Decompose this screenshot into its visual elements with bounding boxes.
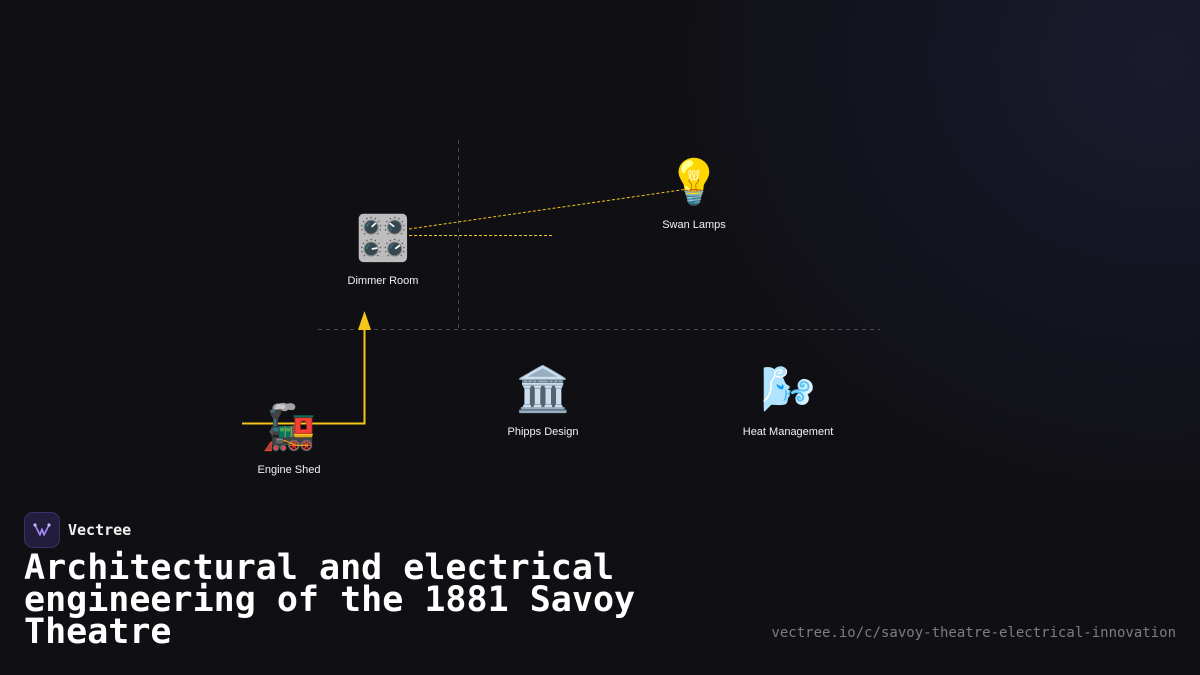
node-swan-lamps[interactable]: 💡 Swan Lamps [614, 157, 774, 231]
node-dimmer-room[interactable]: 🎛️ Dimmer Room [303, 213, 463, 287]
brand[interactable]: Vectree [24, 512, 131, 548]
node-label: Phipps Design [507, 426, 579, 438]
locomotive-icon: 🚂 [261, 402, 317, 453]
wind-face-icon: 🌬️ [760, 364, 816, 415]
node-engine-shed[interactable]: 🚂 Engine Shed [209, 402, 369, 476]
page-title: Architectural and electrical engineering… [24, 548, 636, 652]
brand-name: Vectree [68, 521, 132, 539]
node-label: Heat Management [742, 426, 834, 438]
light-bulb-icon: 💡 [666, 157, 722, 208]
node-phipps-design[interactable]: 🏛️ Phipps Design [463, 364, 623, 438]
vectree-logo-icon [24, 512, 60, 548]
node-label: Dimmer Room [347, 275, 419, 287]
node-label: Swan Lamps [662, 219, 726, 231]
connector-dimmer-to-swan [408, 188, 689, 230]
arrowhead-up-icon [358, 311, 371, 330]
node-label: Engine Shed [257, 464, 321, 476]
source-url[interactable]: vectree.io/c/savoy-theatre-electrical-in… [771, 625, 1176, 641]
classical-building-icon: 🏛️ [515, 364, 571, 415]
node-heat-management[interactable]: 🌬️ Heat Management [708, 364, 868, 438]
connector-engine-to-dimmer [242, 326, 366, 425]
control-knobs-icon: 🎛️ [355, 213, 411, 264]
